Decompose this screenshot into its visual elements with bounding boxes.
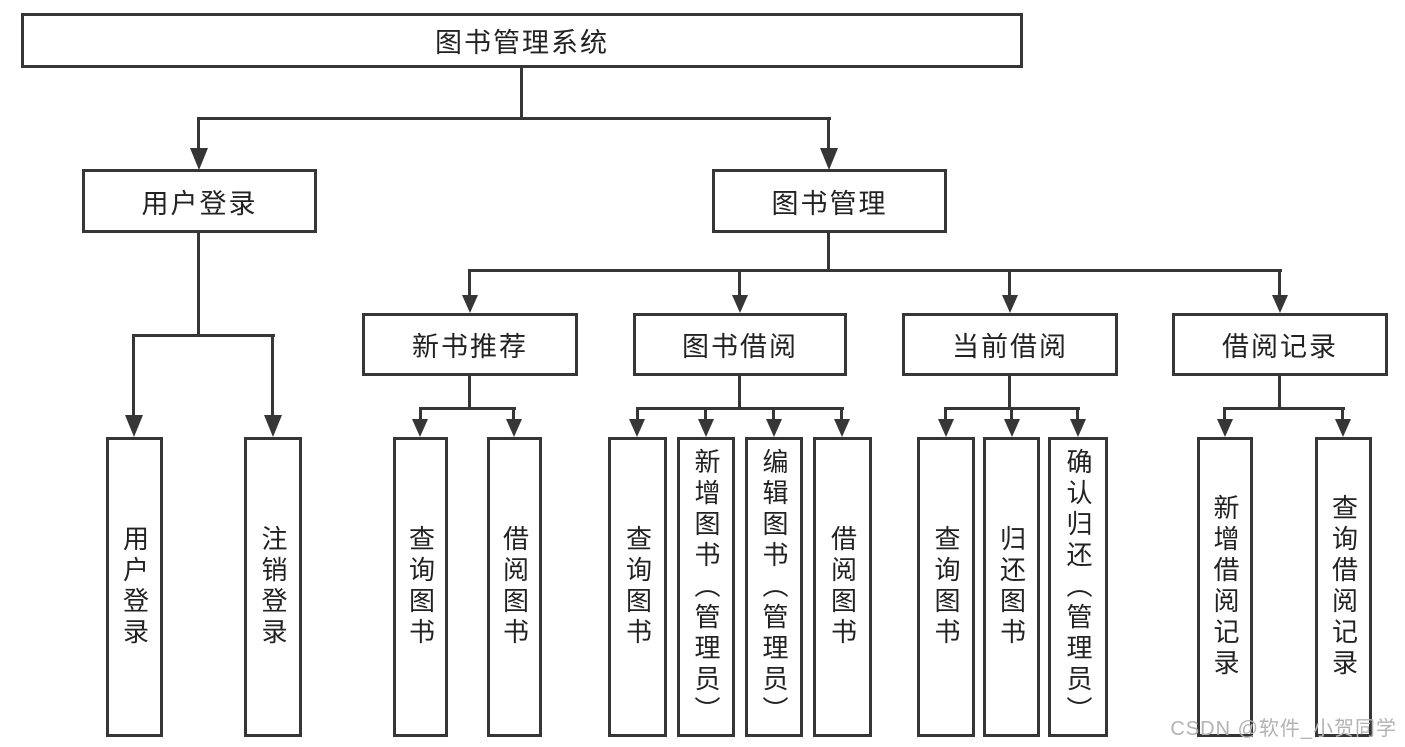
connector	[1223, 407, 1345, 410]
connector	[827, 233, 830, 271]
connector	[512, 407, 515, 420]
node-library-management-system: 图书管理系统	[21, 13, 1023, 68]
leaf-borrow-books-recommend: 借阅图书	[487, 437, 542, 737]
arrowhead	[1272, 295, 1288, 313]
connector	[1223, 407, 1226, 420]
connector	[636, 407, 844, 410]
arrowhead	[462, 295, 478, 313]
arrowhead	[732, 295, 748, 313]
arrowhead	[190, 148, 208, 170]
connector	[468, 269, 471, 296]
connector	[1008, 376, 1011, 409]
connector	[271, 334, 274, 416]
arrowhead	[1002, 295, 1018, 313]
leaf-user-login: 用户登录	[106, 437, 163, 737]
connector	[1278, 376, 1281, 409]
connector	[1076, 407, 1079, 420]
node-current-borrowing: 当前借阅	[902, 313, 1118, 376]
connector	[1341, 407, 1344, 420]
arrowhead	[506, 419, 522, 437]
leaf-query-books-recommend: 查询图书	[393, 437, 448, 737]
leaf-confirm-return-admin: 确认归还（管理员）	[1048, 437, 1108, 737]
connector	[197, 117, 200, 152]
leaf-add-book-admin: 新增图书（管理员）	[677, 437, 735, 737]
arrowhead	[938, 419, 954, 437]
csdn-watermark: CSDN @软件_小贺同学	[1170, 718, 1397, 740]
arrowhead	[820, 148, 838, 170]
node-book-borrowing: 图书借阅	[633, 313, 847, 376]
connector	[197, 117, 831, 120]
arrowhead	[1217, 419, 1233, 437]
connector	[419, 407, 516, 410]
connector	[468, 376, 471, 409]
leaf-return-books: 归还图书	[983, 437, 1040, 737]
connector	[468, 269, 1282, 272]
node-book-management: 图书管理	[712, 169, 947, 233]
arrowhead	[125, 415, 143, 437]
connector	[132, 334, 275, 337]
connector	[704, 407, 707, 420]
connector	[840, 407, 843, 420]
arrowhead	[1335, 419, 1351, 437]
connector	[738, 376, 741, 409]
arrowhead	[698, 419, 714, 437]
node-borrowing-records: 借阅记录	[1172, 313, 1388, 376]
connector	[419, 407, 422, 420]
connector	[132, 334, 135, 416]
connector	[1010, 407, 1013, 420]
connector	[772, 407, 775, 420]
arrowhead	[834, 419, 850, 437]
arrowhead	[629, 419, 645, 437]
arrowhead	[264, 415, 282, 437]
connector	[827, 117, 830, 152]
leaf-edit-book-admin: 编辑图书（管理员）	[745, 437, 803, 737]
arrowhead	[1070, 419, 1086, 437]
leaf-add-borrow-record: 新增借阅记录	[1197, 437, 1253, 737]
connector	[944, 407, 947, 420]
arrowhead	[766, 419, 782, 437]
leaf-logout: 注销登录	[244, 437, 302, 737]
connector	[1278, 269, 1281, 296]
connector	[197, 233, 200, 336]
leaf-query-books-current: 查询图书	[917, 437, 975, 737]
connector	[1008, 269, 1011, 296]
arrowhead	[412, 419, 428, 437]
arrowhead	[1004, 419, 1020, 437]
leaf-borrow-books-borrowing: 借阅图书	[813, 437, 872, 737]
node-user-login: 用户登录	[82, 169, 317, 233]
connector	[520, 68, 523, 119]
leaf-query-books-borrowing: 查询图书	[608, 437, 667, 737]
connector	[636, 407, 639, 420]
leaf-query-borrow-record: 查询借阅记录	[1315, 437, 1372, 737]
node-new-book-recommendation: 新书推荐	[362, 313, 578, 376]
connector	[738, 269, 741, 296]
